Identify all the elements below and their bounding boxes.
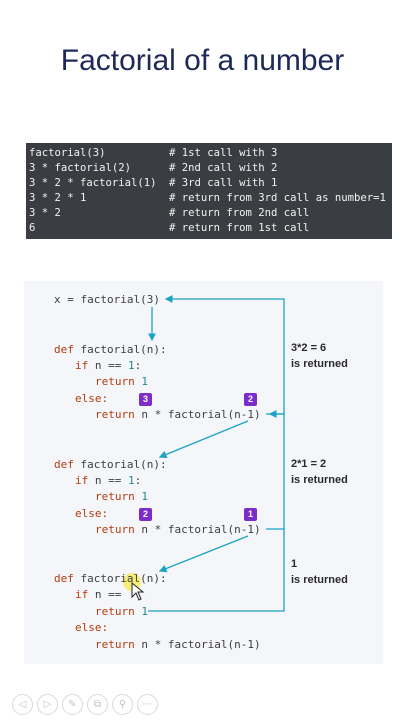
trace-line: 3 * factorial(2) # 2nd call with 2 (29, 161, 277, 176)
trace-expr: factorial(3) (29, 147, 106, 159)
return-base-line-2: return 1 (95, 489, 148, 505)
call-arrow (158, 420, 249, 459)
return-keyword: return (95, 638, 142, 651)
return-note-value: 1 (291, 558, 298, 570)
def-keyword: def (54, 458, 81, 471)
trace-expr: 3 * 2 (29, 207, 61, 219)
return-note-text: is returned (291, 474, 348, 486)
else-line-1: else: (75, 392, 109, 405)
return-rec-line-1: return n * factorial(n-1) (95, 407, 261, 423)
return-arrow (266, 410, 285, 530)
trace-expr: 3 * 2 * factorial(1) (29, 177, 157, 189)
return-keyword: return (95, 523, 142, 536)
next-icon[interactable]: ▷ (37, 694, 58, 715)
def-signature: factorial(n): (80, 572, 167, 585)
trace-line: 3 * 2 * factorial(1) # 3rd call with 1 (29, 176, 277, 191)
if-line-1: if n == 1: (75, 358, 141, 374)
def-line-3: def factorial(n): (54, 571, 167, 587)
slide-toolbar: ◁ ▷ ✎ ⧉ ⚲ ⋯ (12, 694, 158, 716)
trace-comment: # 3rd call with 1 (169, 177, 278, 189)
trace-line: 6 # return from 1st call (29, 221, 309, 236)
def-keyword: def (54, 572, 81, 585)
copy-icon[interactable]: ⧉ (87, 694, 108, 715)
if-value: 1 (128, 474, 135, 487)
call-order-badge: 2 (139, 508, 152, 521)
more-icon[interactable]: ⋯ (137, 694, 158, 715)
if-keyword: if (75, 359, 95, 372)
previous-icon[interactable]: ◁ (12, 694, 33, 715)
def-signature: factorial(n): (80, 458, 167, 471)
else-line-3: else: (75, 621, 109, 634)
recursive-expr: n * factorial(n-1) (141, 638, 261, 651)
trace-expr: 6 (29, 222, 36, 234)
trace-expr: 3 * factorial(2) (29, 162, 132, 174)
return-note: 2*1 = 2 is returned (291, 456, 348, 488)
call-order-badge: 3 (139, 393, 152, 406)
trace-line: 3 * 2 # return from 2nd call (29, 206, 309, 221)
def-signature: factorial(n): (80, 343, 167, 356)
return-base-line-3: return 1 (95, 604, 148, 620)
return-keyword: return (95, 490, 142, 503)
return-arrow (164, 295, 285, 415)
call-order-badge: 2 (244, 393, 257, 406)
return-keyword: return (95, 605, 142, 618)
def-keyword: def (54, 343, 81, 356)
return-note-text: is returned (291, 574, 348, 586)
recursion-diagram-panel (24, 281, 383, 664)
return-note: 3*2 = 6 is returned (291, 340, 348, 372)
if-line-2: if n == 1: (75, 473, 141, 489)
call-line: x = factorial(3) (54, 292, 160, 308)
if-line-3: if n == (75, 587, 128, 603)
call-expr: factorial(3) (80, 293, 160, 306)
return-note-value: 2*1 = 2 (291, 458, 327, 470)
trace-comment: # return from 3rd call as number=1 (169, 192, 386, 204)
if-value: 1 (128, 359, 135, 372)
pen-icon[interactable]: ✎ (62, 694, 83, 715)
if-keyword: if (75, 474, 95, 487)
recursive-expr: n * factorial(n-1) (141, 408, 261, 421)
call-order-badge: 1 (244, 508, 257, 521)
return-value: 1 (141, 375, 148, 388)
trace-comment: # 1st call with 3 (169, 147, 278, 159)
if-colon: : (134, 474, 142, 487)
return-base-line-1: return 1 (95, 374, 148, 390)
trace-expr: 3 * 2 * 1 (29, 192, 87, 204)
return-arrow (148, 529, 285, 612)
else-line-2: else: (75, 507, 109, 520)
if-condition: n == (94, 359, 128, 372)
return-value: 1 (141, 605, 148, 618)
trace-comment: # 2nd call with 2 (169, 162, 278, 174)
trace-line: 3 * 2 * 1 # return from 3rd call as numbe… (29, 191, 386, 206)
trace-comment: # return from 1st call (169, 222, 310, 234)
zoom-icon[interactable]: ⚲ (112, 694, 133, 715)
def-line-2: def factorial(n): (54, 457, 167, 473)
page-title: Factorial of a number (60, 44, 345, 77)
call-arrow (158, 535, 249, 573)
if-colon: : (134, 359, 142, 372)
if-condition: n == (94, 588, 128, 601)
return-keyword: return (95, 375, 142, 388)
return-note-text: is returned (291, 358, 348, 370)
if-condition: n == (94, 474, 128, 487)
def-line-1: def factorial(n): (54, 342, 167, 358)
return-value: 1 (141, 490, 148, 503)
call-var: x = (54, 293, 81, 306)
return-rec-line-2: return n * factorial(n-1) (95, 522, 261, 538)
return-note: 1 is returned (291, 556, 348, 588)
trace-line: factorial(3) # 1st call with 3 (29, 146, 277, 161)
trace-comment: # return from 2nd call (169, 207, 310, 219)
if-keyword: if (75, 588, 95, 601)
recursive-expr: n * factorial(n-1) (141, 523, 261, 536)
return-note-value: 3*2 = 6 (291, 342, 327, 354)
return-keyword: return (95, 408, 142, 421)
trace-code-block: factorial(3) # 1st call with 3 3 * factor… (26, 143, 392, 239)
return-rec-line-3: return n * factorial(n-1) (95, 637, 261, 653)
cursor-icon (131, 581, 145, 601)
